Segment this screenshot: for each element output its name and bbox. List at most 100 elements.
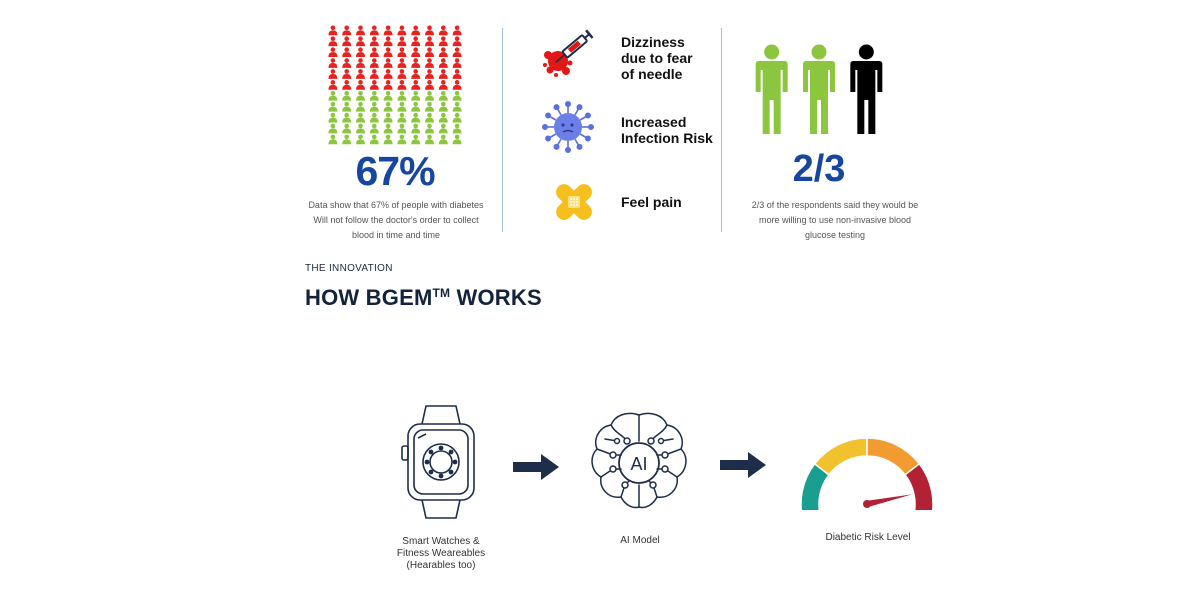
person-icon xyxy=(328,47,338,58)
person-icon xyxy=(425,123,434,134)
person-icon xyxy=(425,69,434,79)
person-icon xyxy=(328,25,338,36)
stat-67-description: Data show that 67% of people with diabet… xyxy=(308,200,484,240)
risk-gauge-icon xyxy=(800,437,934,510)
person-icon xyxy=(425,80,434,90)
person-icon xyxy=(383,80,393,90)
person-icon xyxy=(411,58,421,68)
person-icon xyxy=(411,123,421,134)
person-icon xyxy=(369,90,379,101)
person-icon xyxy=(397,58,407,68)
person-icon xyxy=(356,123,365,134)
person-icon xyxy=(425,58,434,68)
person-icon xyxy=(438,112,448,123)
person-icon xyxy=(411,112,421,123)
person-icon xyxy=(438,134,448,145)
stat-two-thirds-description: 2/3 of the respondents said they would b… xyxy=(751,200,919,240)
person-icon xyxy=(438,36,448,47)
person-icon xyxy=(397,90,407,101)
person-icon xyxy=(411,80,421,90)
stat-two-thirds: 2/3 xyxy=(792,148,846,190)
person-icon xyxy=(452,69,462,79)
person-icon xyxy=(342,58,352,68)
gauge-segment xyxy=(904,462,934,510)
person-icon xyxy=(452,47,462,58)
person-icon xyxy=(438,90,448,101)
divider-right xyxy=(721,28,722,232)
pain-feel-pain-label: Feel pain xyxy=(621,194,682,210)
person-icon xyxy=(383,112,393,123)
person-icon xyxy=(411,69,421,79)
person-icon xyxy=(452,101,462,112)
person-icon xyxy=(411,47,421,58)
person-icon xyxy=(342,36,352,47)
person-icon xyxy=(342,69,352,79)
person-icon xyxy=(328,123,338,134)
person-icon xyxy=(452,25,462,36)
person-icon xyxy=(425,25,434,36)
person-icon xyxy=(452,112,462,123)
syringe-icon xyxy=(543,29,594,77)
person-icon xyxy=(383,134,393,145)
person-icon xyxy=(452,58,462,68)
person-icon xyxy=(369,101,379,112)
person-icon xyxy=(342,47,352,58)
person-icon xyxy=(411,25,421,36)
bandage-icon xyxy=(556,184,592,220)
person-icon xyxy=(397,69,407,79)
pain-infection-label: Increased Infection Risk xyxy=(621,114,713,146)
person-icon xyxy=(397,112,407,123)
person-icon xyxy=(328,36,338,47)
person-icon xyxy=(356,58,365,68)
smartwatch-icon xyxy=(401,405,475,519)
brain-ai-icon: AI xyxy=(591,412,687,509)
ai-badge-text: AI xyxy=(630,454,647,474)
standing-person-icon xyxy=(803,44,835,134)
section-title: HOW BGEMTM WORKS xyxy=(305,285,542,310)
person-icon xyxy=(369,80,379,90)
person-icon xyxy=(328,58,338,68)
person-icon xyxy=(369,25,379,36)
person-icon xyxy=(369,58,379,68)
person-icon xyxy=(452,123,462,134)
person-icon xyxy=(328,112,338,123)
right-arrow-icon xyxy=(720,452,766,478)
person-icon xyxy=(369,36,379,47)
person-icon xyxy=(356,134,365,145)
person-icon xyxy=(356,80,365,90)
person-icon xyxy=(452,80,462,90)
person-icon xyxy=(369,112,379,123)
person-icon xyxy=(438,123,448,134)
person-icon xyxy=(328,80,338,90)
person-icon xyxy=(397,47,407,58)
person-icon xyxy=(342,101,352,112)
person-icon xyxy=(452,134,462,145)
person-icon xyxy=(397,80,407,90)
step-risk-level-label: Diabetic Risk Level xyxy=(825,532,911,543)
section-eyebrow: THE INNOVATION xyxy=(305,263,393,274)
three-people-figures xyxy=(755,44,883,134)
virus-icon xyxy=(541,100,594,153)
people-pictogram-grid xyxy=(328,25,462,145)
person-icon xyxy=(342,134,352,145)
gauge-segment xyxy=(813,437,868,476)
person-icon xyxy=(411,101,421,112)
person-icon xyxy=(411,36,421,47)
person-icon xyxy=(425,90,434,101)
person-icon xyxy=(438,58,448,68)
person-icon xyxy=(438,25,448,36)
pain-dizziness-label: Dizziness due to fear of needle xyxy=(621,34,693,82)
person-icon xyxy=(411,134,421,145)
person-icon xyxy=(438,101,448,112)
person-icon xyxy=(342,112,352,123)
person-icon xyxy=(328,69,338,79)
person-icon xyxy=(369,134,379,145)
person-icon xyxy=(383,58,393,68)
person-icon xyxy=(356,69,365,79)
person-icon xyxy=(383,101,393,112)
person-icon xyxy=(383,90,393,101)
person-icon xyxy=(383,47,393,58)
person-icon xyxy=(328,101,338,112)
person-icon xyxy=(425,36,434,47)
person-icon xyxy=(328,134,338,145)
